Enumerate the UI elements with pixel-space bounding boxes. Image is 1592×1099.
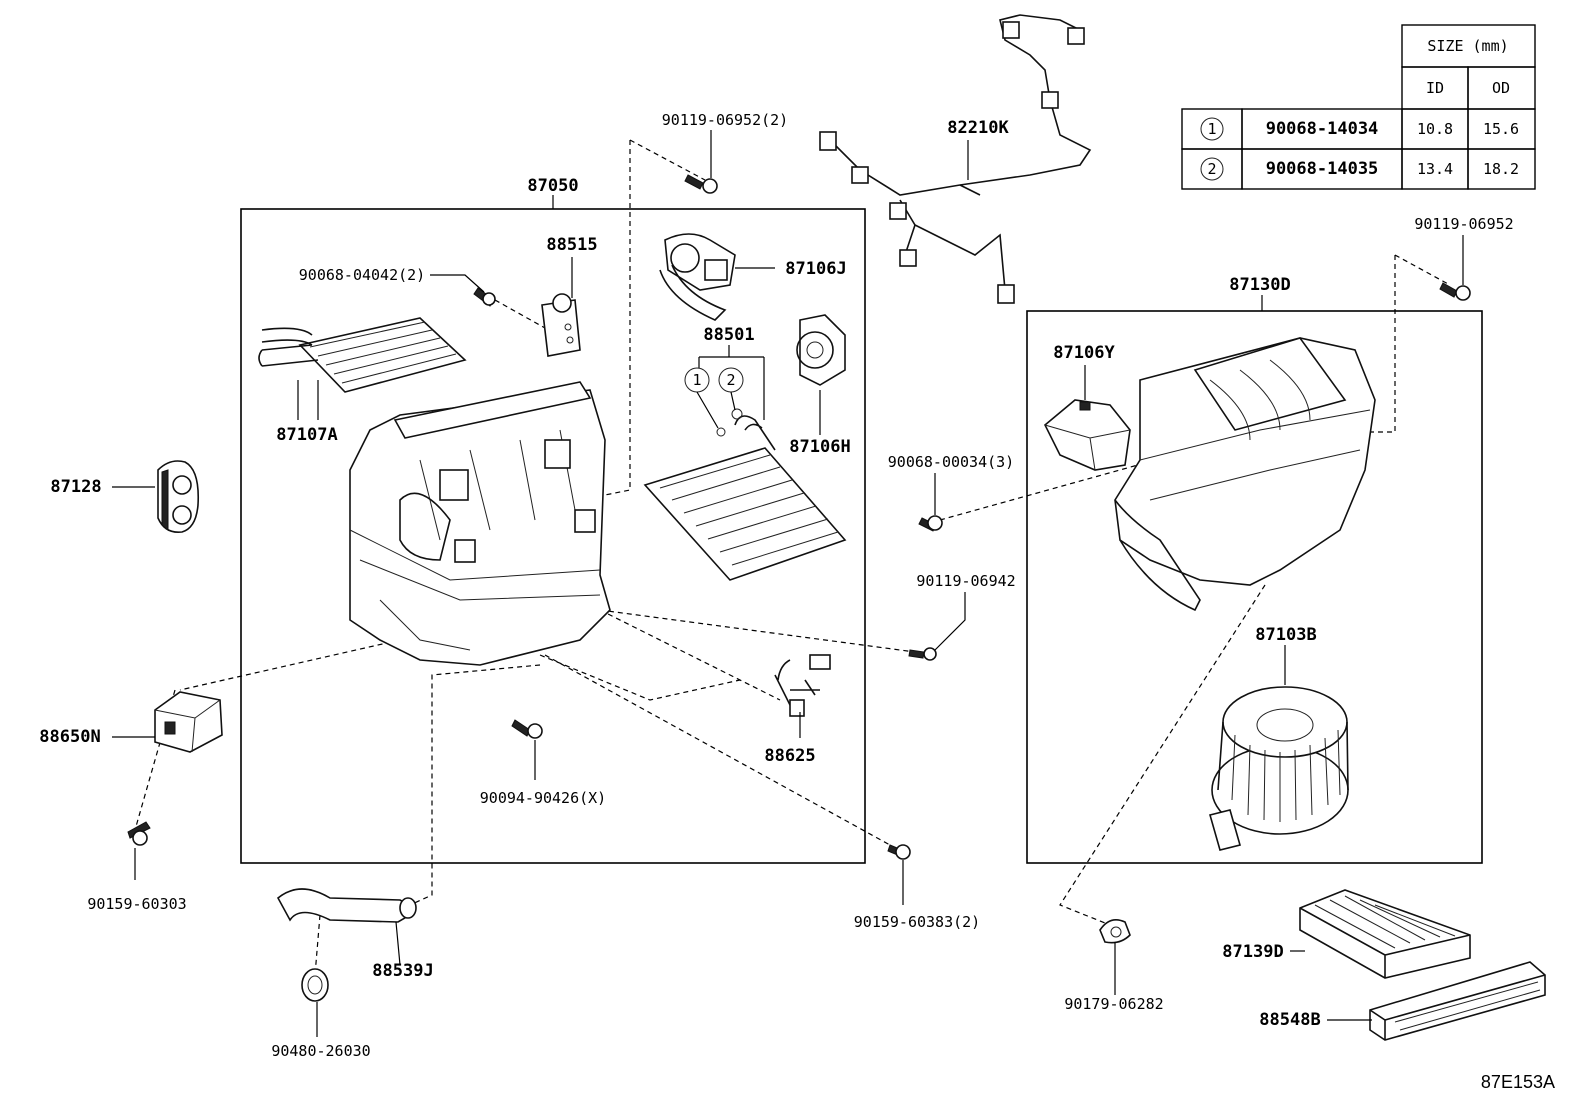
label-90480-26030: 90480-26030 xyxy=(271,1042,370,1060)
label-90094-90426: 90094-90426(X) xyxy=(480,789,606,807)
blower-motor-87103B xyxy=(1209,686,1349,851)
label-90119-06942: 90119-06942 xyxy=(916,572,1015,590)
callouts-88501: 1 2 xyxy=(684,345,765,429)
label-90179-06282: 90179-06282 xyxy=(1064,995,1163,1013)
label-90159-60303: 90159-60303 xyxy=(87,895,186,913)
label-88539J: 88539J xyxy=(372,961,433,981)
figure-code: 87E153A xyxy=(1481,1072,1555,1092)
label-87106Y: 87106Y xyxy=(1053,343,1115,363)
label-87106H: 87106H xyxy=(789,437,850,457)
label-88650N: 88650N xyxy=(39,727,100,747)
size-row-2-ref: 2 xyxy=(1207,160,1216,178)
assembly-box-87130D xyxy=(1026,310,1483,864)
label-88548B: 88548B xyxy=(1259,1010,1320,1030)
part-labels: 87050 88515 90068-04042(2) 87107A 87128 … xyxy=(39,111,1555,1092)
size-table-col-id: ID xyxy=(1426,79,1444,97)
label-88625: 88625 xyxy=(764,746,815,766)
leader-lines xyxy=(112,130,1464,1037)
size-row-1-part: 90068-14034 xyxy=(1266,119,1379,139)
filter-87139D xyxy=(1299,889,1471,979)
label-87103B: 87103B xyxy=(1255,625,1316,645)
label-87130D: 87130D xyxy=(1229,275,1290,295)
servo-88650N xyxy=(154,691,223,753)
size-table-col-od: OD xyxy=(1492,79,1510,97)
label-90119-06952: 90119-06952 xyxy=(1414,215,1513,233)
heater-core-87107A xyxy=(258,317,467,393)
size-row-1-id: 10.8 xyxy=(1417,120,1453,138)
label-82210K: 82210K xyxy=(947,118,1009,138)
label-87139D: 87139D xyxy=(1222,942,1283,962)
label-87107A: 87107A xyxy=(276,425,337,445)
size-row-2-od: 18.2 xyxy=(1483,160,1519,178)
size-row-1-ref: 1 xyxy=(1207,120,1216,138)
servo-gear-87106H xyxy=(796,314,846,386)
size-row-1-od: 15.6 xyxy=(1483,120,1519,138)
heater-unit-87050 xyxy=(349,381,611,666)
label-87050: 87050 xyxy=(527,176,578,196)
expansion-valve-88515 xyxy=(541,293,581,357)
damper-servo-87106J xyxy=(659,233,736,321)
callout-1: 1 xyxy=(692,371,701,389)
label-90159-60383: 90159-60383(2) xyxy=(854,913,980,931)
label-87128: 87128 xyxy=(50,477,101,497)
label-90119-06952-2: 90119-06952(2) xyxy=(662,111,788,129)
clip-90179-06282 xyxy=(1099,919,1131,944)
filter-housing-88548B xyxy=(1369,961,1546,1041)
label-88501: 88501 xyxy=(703,325,754,345)
grommet-87128 xyxy=(157,460,200,534)
servo-87106Y xyxy=(1044,399,1131,471)
size-table-header: SIZE (mm) xyxy=(1427,37,1508,55)
label-87106J: 87106J xyxy=(785,259,846,279)
bolt-icons xyxy=(127,174,1471,860)
sensor-88625 xyxy=(774,654,831,717)
blower-case-87130D xyxy=(1114,337,1376,612)
label-88515: 88515 xyxy=(546,235,597,255)
hose-88539J xyxy=(276,888,417,923)
size-table: SIZE (mm) ID OD 1 90068-14034 10.8 15.6 … xyxy=(1181,24,1536,190)
grommet-90480-26030 xyxy=(301,968,329,1002)
size-row-2-id: 13.4 xyxy=(1417,160,1453,178)
evaporator-88501 xyxy=(643,408,847,581)
label-90068-00034: 90068-00034(3) xyxy=(888,453,1014,471)
callout-2: 2 xyxy=(726,371,735,389)
size-row-2-part: 90068-14035 xyxy=(1266,159,1379,179)
wire-harness-82210K xyxy=(819,14,1092,304)
label-90068-04042: 90068-04042(2) xyxy=(299,266,425,284)
